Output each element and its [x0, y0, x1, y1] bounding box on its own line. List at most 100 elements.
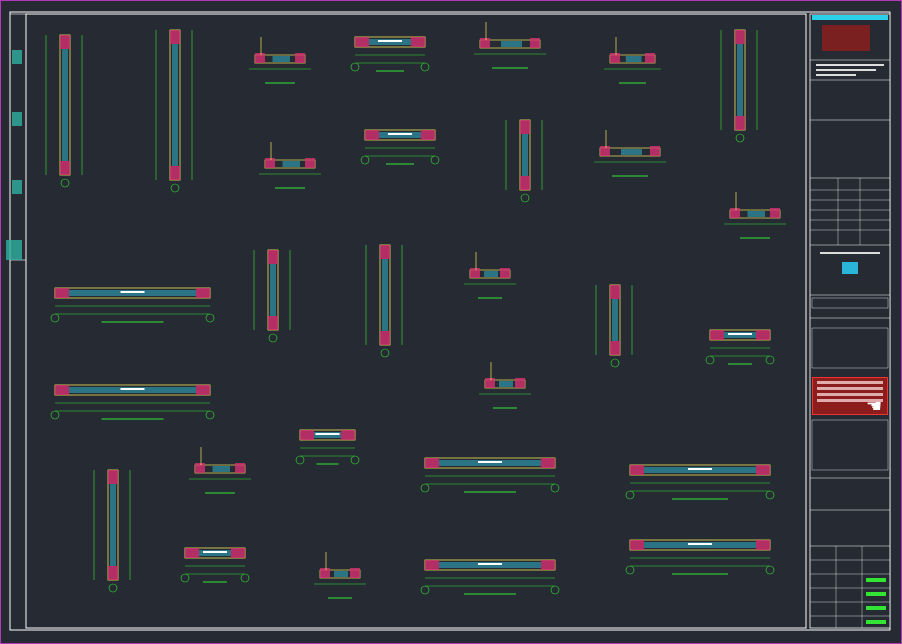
axis-bubble [50, 410, 60, 420]
wall-section [172, 44, 178, 166]
axis-bubble [520, 193, 530, 203]
wall-label [688, 543, 712, 545]
column-section [60, 161, 70, 175]
column-section [630, 540, 644, 550]
column-section [630, 465, 644, 475]
column-section [425, 560, 439, 570]
column-section [55, 385, 69, 395]
wall-section [334, 571, 348, 577]
column-section [295, 53, 305, 63]
axis-bubble [350, 455, 360, 465]
wall-section [484, 271, 498, 277]
axis-bubble [765, 490, 775, 500]
axis-bubble [350, 62, 360, 72]
axis-bubble [765, 355, 775, 365]
column-section [650, 146, 660, 156]
column-section [411, 37, 425, 47]
column-section [770, 208, 780, 218]
axis-bubble [170, 183, 180, 193]
column-section [350, 568, 360, 578]
column-section [645, 53, 655, 63]
details-layer [45, 22, 786, 599]
column-section [365, 130, 379, 140]
wall-section [62, 49, 68, 161]
wall-label [478, 563, 502, 565]
wall-section [612, 299, 618, 341]
column-section [710, 330, 724, 340]
column-section [610, 285, 620, 299]
column-section [480, 38, 490, 48]
wall-label [378, 40, 402, 42]
column-section [735, 30, 745, 44]
wall-section [272, 56, 290, 62]
axis-bubble [765, 565, 775, 575]
column-section [265, 158, 275, 168]
axis-bubble [735, 133, 745, 143]
column-section [196, 288, 210, 298]
strip-icon [12, 180, 22, 194]
axis-bubble [205, 410, 215, 420]
axis-bubble [430, 155, 440, 165]
column-section [470, 268, 480, 278]
company-logo [822, 25, 870, 51]
column-section [320, 568, 330, 578]
column-section [756, 330, 770, 340]
column-section [380, 331, 390, 345]
left-strip [6, 13, 27, 261]
axis-bubble [295, 455, 305, 465]
column-section [735, 116, 745, 130]
column-section [341, 430, 355, 440]
column-section [60, 35, 70, 49]
axis-bubble [420, 585, 430, 595]
hand-cursor-icon: ☚ [866, 396, 883, 417]
wall-label [120, 388, 145, 390]
wall-section [499, 381, 513, 387]
column-section [425, 458, 439, 468]
column-section [268, 250, 278, 264]
title-bar [812, 15, 888, 20]
wall-label [688, 468, 712, 470]
wall-section [270, 264, 276, 316]
column-section [610, 341, 620, 355]
wall-section [282, 161, 300, 167]
column-section [355, 37, 369, 47]
column-section [108, 566, 118, 580]
column-section [730, 208, 740, 218]
wall-section [737, 44, 743, 116]
column-section [520, 120, 530, 134]
wall-label [388, 133, 412, 135]
axis-bubble [705, 355, 715, 365]
column-section [55, 288, 69, 298]
column-section [235, 463, 245, 473]
strip-icon [12, 50, 22, 64]
column-section [170, 166, 180, 180]
axis-bubble [50, 313, 60, 323]
column-section [610, 53, 620, 63]
axis-bubble [420, 483, 430, 493]
column-section [520, 176, 530, 190]
column-section [268, 316, 278, 330]
column-section [185, 548, 199, 558]
column-section [500, 268, 510, 278]
column-section [170, 30, 180, 44]
axis-bubble [268, 333, 278, 343]
strip-icon [12, 112, 22, 126]
axis-bubble [360, 155, 370, 165]
axis-bubble [420, 62, 430, 72]
axis-bubble [180, 573, 190, 583]
wall-section [522, 134, 528, 176]
axis-bubble [60, 178, 70, 188]
column-section [195, 463, 205, 473]
column-section [231, 548, 245, 558]
column-section [541, 560, 555, 570]
wall-section [382, 259, 388, 331]
column-section [515, 378, 525, 388]
column-section [541, 458, 555, 468]
axis-bubble [240, 573, 250, 583]
column-section [485, 378, 495, 388]
axis-bubble [550, 483, 560, 493]
wall-section [747, 211, 765, 217]
wall-section [110, 484, 116, 566]
sheet-border [9, 11, 891, 631]
